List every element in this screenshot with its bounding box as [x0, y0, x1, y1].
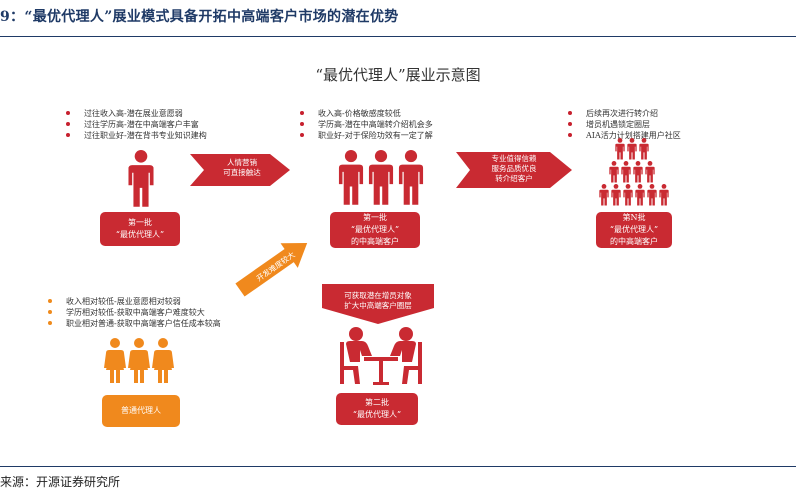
- three-people-icon: [338, 150, 424, 206]
- list-item: 过往收入高-潜在展业意愿弱: [66, 108, 207, 119]
- list-item: 学历高-潜在中高端转介绍机会多: [300, 119, 433, 130]
- group4-bullet-list: 收入相对较低-展业意愿相对较弱 学历相对较低-获取中高端客户难度较大 职业相对普…: [48, 296, 221, 329]
- group1-bullet-list: 过往收入高-潜在展业意愿弱 过往学历高-潜在中高端客户丰富 过往职业好-潜在背书…: [66, 108, 207, 141]
- source-note: 来源：开源证券研究所: [0, 475, 121, 489]
- first-batch-agent-box: 第一批“最优代理人”: [100, 212, 180, 246]
- meeting-table-icon: [340, 327, 422, 385]
- three-women-icon: [104, 336, 174, 388]
- second-batch-agent-box: 第二批“最优代理人”: [336, 393, 418, 425]
- arrow-4-shape: [322, 284, 434, 324]
- list-item: 收入相对较低-展业意愿相对较弱: [48, 296, 221, 307]
- arrow-2-label: 专业值得信赖服务品质优良转介绍客户: [491, 154, 537, 183]
- arrow-1-label: 人情营销可直接触达: [223, 158, 261, 177]
- figure-title: 9：“最优代理人”展业模式具备开拓中高端客户市场的潜在优势: [0, 9, 399, 25]
- first-batch-clients-box: 第一批“最优代理人”的中高端客户: [330, 212, 420, 248]
- people-pyramid-icon: [598, 138, 672, 208]
- group2-bullet-list: 收入高-价格敏感度较低 学历高-潜在中高端转介绍机会多 职业好-对于保险功效有一…: [300, 108, 433, 141]
- ordinary-agent-box: 普通代理人: [102, 395, 180, 427]
- footer-divider: [0, 466, 796, 467]
- title-divider: [0, 36, 796, 37]
- list-item: 过往学历高-潜在中高端客户丰富: [66, 119, 207, 130]
- list-item: 过往职业好-潜在背书专业知识建构: [66, 130, 207, 141]
- group3-bullet-list: 后续再次进行转介绍 增员机遇锁定圈层 AIA活力计划搭建用户社区: [568, 108, 681, 141]
- list-item: 职业好-对于保险功效有一定了解: [300, 130, 433, 141]
- single-person-icon: [126, 150, 156, 208]
- arrow-2-shape: [456, 152, 572, 188]
- list-item: 职业相对普通-获取中高端客户信任成本较高: [48, 318, 221, 329]
- list-item: 后续再次进行转介绍: [568, 108, 681, 119]
- list-item: AIA活力计划搭建用户社区: [568, 130, 681, 141]
- arrow-1-shape: [190, 154, 290, 186]
- nth-batch-clients-box: 第N批“最优代理人”的中高端客户: [596, 212, 672, 248]
- list-item: 增员机遇锁定圈层: [568, 119, 681, 130]
- list-item: 学历相对较低-获取中高端客户难度较大: [48, 307, 221, 318]
- list-item: 收入高-价格敏感度较低: [300, 108, 433, 119]
- arrow-3-shape: [235, 242, 308, 297]
- arrow-4-label: 可获取潜在增员对象扩大中高端客户圈层: [344, 291, 412, 310]
- diagram-title: “最优代理人”展业示意图: [315, 66, 481, 84]
